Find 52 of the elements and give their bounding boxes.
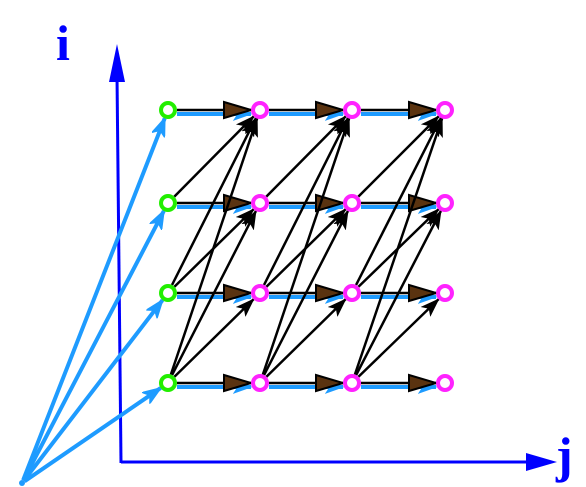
origin-point <box>19 480 25 486</box>
arrow <box>266 298 346 378</box>
arrow <box>269 374 344 392</box>
arrow <box>361 101 437 119</box>
arrow <box>361 194 437 212</box>
arrow <box>173 116 255 198</box>
arrow <box>177 284 252 302</box>
arrow <box>174 298 254 378</box>
grid-node-circle <box>436 194 454 212</box>
arrow <box>358 208 440 288</box>
arrow <box>361 284 437 302</box>
arrow <box>23 386 162 483</box>
arrow <box>174 208 254 288</box>
arrow <box>170 210 258 376</box>
grid-node-circle <box>436 374 454 392</box>
grid-node-circle <box>251 284 269 302</box>
arrow <box>21 116 167 481</box>
arrow <box>269 101 344 119</box>
grid-node-circle <box>343 194 361 212</box>
arrow <box>358 298 440 378</box>
axis-label: i <box>56 18 70 68</box>
arrow <box>262 117 350 286</box>
grid-node-circle <box>159 284 177 302</box>
arrow <box>361 374 437 392</box>
arrow <box>265 116 347 198</box>
arrow <box>177 101 252 119</box>
arrow <box>177 194 252 212</box>
grid-node-circle <box>159 374 177 392</box>
grid-node-circle <box>251 101 269 119</box>
grid-node-circle <box>436 101 454 119</box>
arrow <box>269 284 344 302</box>
arrow <box>170 117 258 286</box>
grid-node-circle <box>159 101 177 119</box>
grid-node-circle <box>251 374 269 392</box>
grid-node-circle <box>343 374 361 392</box>
arrow <box>354 118 444 375</box>
arrow <box>262 210 350 376</box>
arrow <box>269 194 344 212</box>
arrow <box>266 208 346 288</box>
grid-node-circle <box>343 101 361 119</box>
arrow <box>22 298 164 482</box>
arrow <box>262 118 350 375</box>
arrow <box>357 115 440 198</box>
arrow <box>22 210 166 482</box>
arrow <box>354 117 442 286</box>
grid-node-circle <box>436 284 454 302</box>
arrow <box>170 118 258 375</box>
arrow <box>355 210 442 376</box>
arrow <box>177 374 252 392</box>
grid-node-circle <box>159 194 177 212</box>
grid-node-circle <box>251 194 269 212</box>
grid-node-circle <box>343 284 361 302</box>
